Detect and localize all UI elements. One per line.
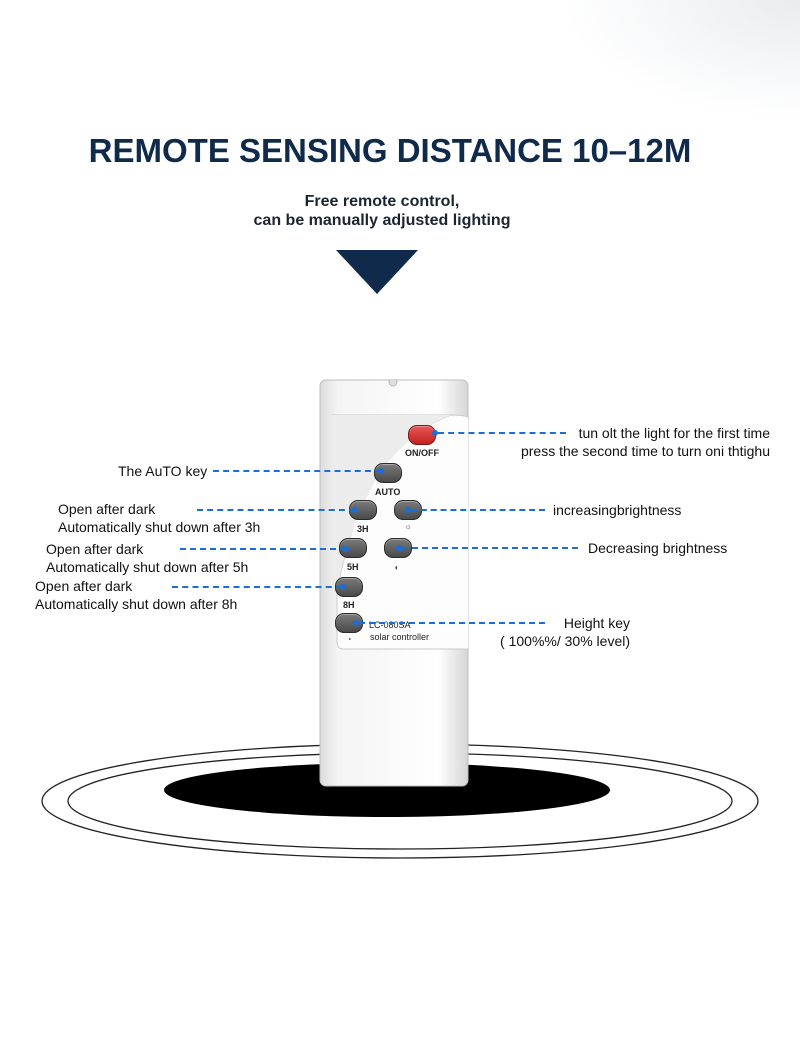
5h-key-label: 5H bbox=[347, 562, 359, 572]
auto-leader-line bbox=[213, 470, 381, 472]
subtitle-line-1: Free remote control, bbox=[304, 193, 460, 210]
3h-key-label: 3H bbox=[357, 524, 369, 534]
8h-annotation-line-1: Open after dark bbox=[35, 578, 133, 594]
corner-shade bbox=[560, 0, 800, 120]
height-annotation-line-2: ( 100%%/ 30% level) bbox=[500, 633, 630, 649]
page-subtitle: Free remote control, can be manually adj… bbox=[0, 192, 764, 230]
height-annotation: Height key ( 100%%/ 30% level) bbox=[500, 614, 630, 650]
8h-annotation: Open after dark Automatically shut down … bbox=[35, 577, 237, 613]
decrease-leader-dot bbox=[396, 545, 402, 551]
controller-caption: solar controller bbox=[370, 632, 430, 642]
5h-annotation-line-2: Automatically shut down after 5h bbox=[46, 559, 249, 575]
height-key-icon: ◔ bbox=[346, 635, 352, 644]
increase-annotation: increasingbrightness bbox=[553, 502, 682, 518]
height-leader-dot bbox=[353, 620, 359, 626]
auto-annotation: The AuTO key bbox=[118, 463, 208, 479]
remote-control: ON/OFF AUTO 3H ☼ 5H ◐ 8H ◔ LC-080SA sola… bbox=[319, 379, 469, 787]
height-leader-line bbox=[359, 622, 545, 624]
down-arrow-icon bbox=[336, 250, 418, 294]
8h-key-label: 8H bbox=[343, 600, 355, 610]
increase-leader-line bbox=[411, 509, 545, 511]
5h-annotation-line-1: Open after dark bbox=[46, 541, 144, 557]
3h-annotation: Open after dark Automatically shut down … bbox=[58, 500, 260, 536]
decrease-annotation: Decreasing brightness bbox=[588, 540, 728, 556]
5h-leader-line bbox=[180, 548, 346, 550]
5h-annotation: Open after dark Automatically shut down … bbox=[46, 540, 248, 576]
8h-annotation-line-2: Automatically shut down after 8h bbox=[35, 596, 238, 612]
onoff-annotation-line-2: press the second time to turn oni thtigh… bbox=[520, 443, 770, 459]
subtitle-line-2: can be manually adjusted lighting bbox=[253, 212, 511, 229]
3h-leader-dot bbox=[352, 507, 358, 513]
increase-leader-dot bbox=[405, 507, 411, 513]
height-annotation-line-1: Height key bbox=[563, 615, 630, 631]
8h-leader-dot bbox=[340, 584, 346, 590]
onoff-key-label: ON/OFF bbox=[405, 448, 439, 458]
model-label: LC-080SA bbox=[369, 620, 411, 630]
auto-leader-dot bbox=[378, 468, 384, 474]
brightness-up-icon: ☼ bbox=[404, 522, 412, 531]
auto-key-label: AUTO bbox=[375, 487, 401, 497]
page-title: REMOTE SENSING DISTANCE 10–12M bbox=[88, 132, 692, 169]
5h-leader-dot bbox=[343, 546, 349, 552]
3h-leader-line bbox=[197, 509, 355, 511]
onoff-leader-dot bbox=[432, 430, 438, 436]
remote-body bbox=[319, 379, 469, 787]
8h-leader-line bbox=[172, 586, 342, 588]
onoff-annotation: tun olt the light for the first time pre… bbox=[500, 424, 770, 460]
onoff-annotation-line-1: tun olt the light for the first time bbox=[578, 425, 770, 441]
onoff-leader-line bbox=[438, 432, 566, 434]
3h-annotation-line-2: Automatically shut down after 3h bbox=[58, 519, 261, 535]
decrease-leader-line bbox=[402, 547, 578, 549]
brightness-down-icon: ◐ bbox=[394, 563, 400, 572]
3h-annotation-line-1: Open after dark bbox=[58, 501, 156, 517]
